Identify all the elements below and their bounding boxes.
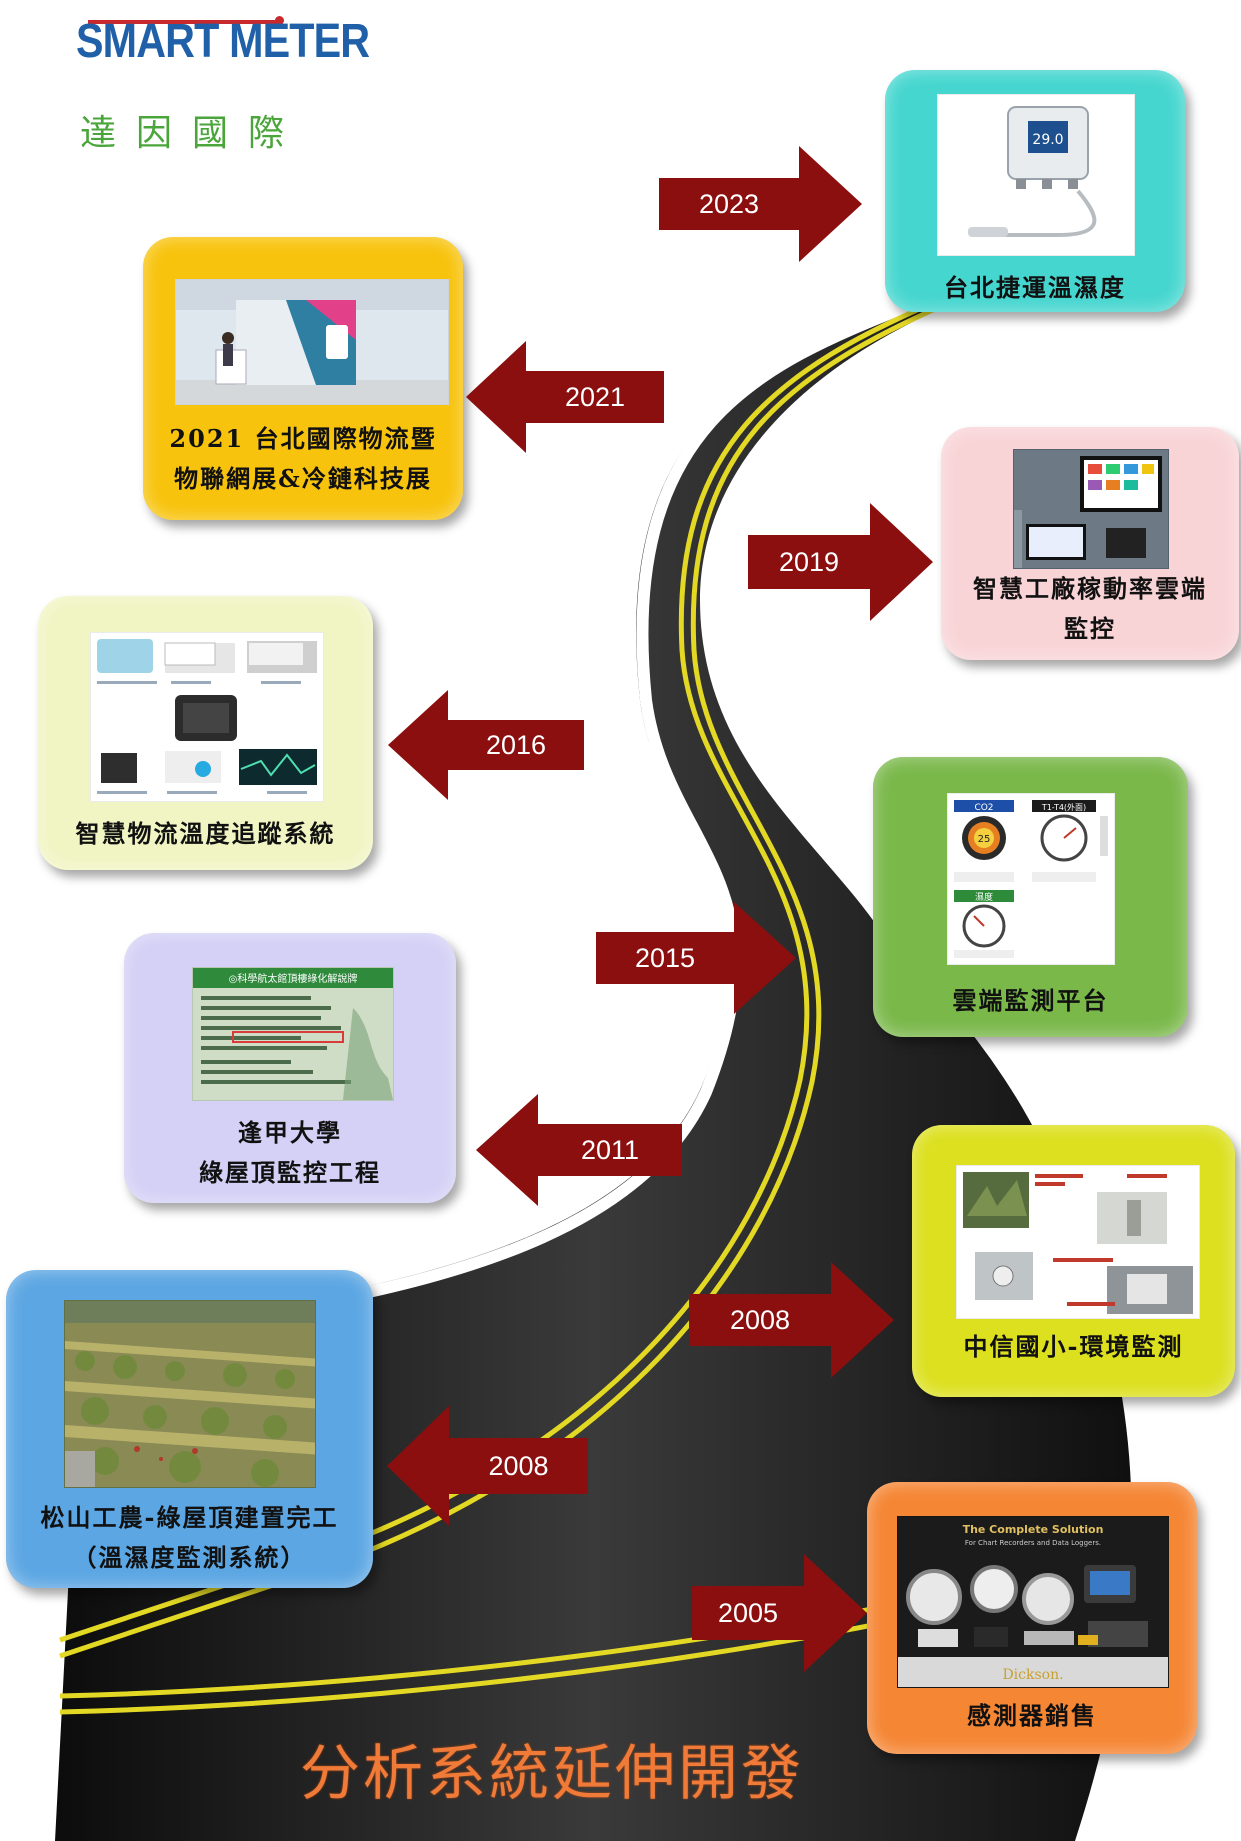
milestone-caption: 台北捷運溫濕度 (885, 268, 1185, 308)
caption-line: 智慧物流溫度追蹤系統 (75, 819, 336, 848)
year-label: 2021 (564, 381, 626, 412)
factory-monitor-photo (1013, 449, 1169, 569)
sign-title: ◎科學航太館頂樓綠化解說牌 (229, 972, 358, 985)
year-arrow-2019: 2019 (748, 503, 933, 621)
arrow-right-icon (659, 146, 862, 262)
milestone-card-2008-greenroof: 松山工農-綠屋頂建置完工 （溫濕度監測系統） (6, 1270, 373, 1588)
caption-line: 物聯網展&冷鏈科技展 (174, 464, 432, 493)
road-center-line-b (59, 295, 961, 1659)
gauge-t1-label: T1-T4(外面) (1041, 802, 1086, 812)
caption-line: 監控 (1064, 614, 1116, 643)
arrow-left-icon (388, 690, 584, 800)
logo-accent-dot (275, 16, 284, 25)
caption-line: 綠屋頂監控工程 (199, 1158, 381, 1187)
year-arrow-2011: 2011 (476, 1094, 682, 1206)
arrow-right-icon (689, 1262, 894, 1378)
logo-brand: SMART METER (76, 15, 370, 68)
year-label: 2015 (634, 942, 696, 973)
arrow-right-icon (748, 503, 933, 621)
caption-line: 感測器銷售 (967, 1701, 1097, 1730)
milestone-caption: 智慧物流溫度追蹤系統 (38, 814, 373, 854)
mrt-sensor-photo: 29.0 (937, 94, 1135, 256)
milestone-card-2005: The Complete Solution For Chart Recorder… (867, 1482, 1197, 1754)
milestone-caption: 雲端監測平台 (873, 981, 1188, 1021)
milestone-card-2011: ◎科學航太館頂樓綠化解說牌 逢甲大學 綠屋頂監控工程 (124, 933, 456, 1203)
gauge-third-label: 濕度 (975, 891, 993, 903)
milestone-card-2019: 智慧工廠稼動率雲端 監控 (941, 427, 1239, 660)
caption-line: 逢甲大學 (238, 1118, 342, 1147)
year-arrow-2021: 2021 (466, 341, 664, 453)
arrow-right-icon (692, 1554, 867, 1672)
year-label: 2016 (485, 729, 547, 760)
milestone-card-2021: 2021 台北國際物流暨 物聯網展&冷鏈科技展 (143, 237, 463, 520)
gauge-co2-label: CO2 (974, 803, 993, 813)
logistics-tracking-photo (90, 632, 324, 802)
green-roof-photo (64, 1300, 316, 1488)
road-edge-white (72, 300, 911, 1372)
caption-line: 雲端監測平台 (952, 986, 1109, 1015)
dickson-products-photo: The Complete Solution For Chart Recorder… (897, 1516, 1169, 1688)
year-label: 2023 (698, 188, 760, 219)
milestone-caption: 智慧工廠稼動率雲端 監控 (941, 569, 1239, 649)
school-sensor-photo (956, 1165, 1200, 1319)
year-label: 2011 (580, 1134, 640, 1165)
year-label: 2008 (729, 1304, 791, 1335)
sensor-device-icon: 29.0 (968, 106, 1097, 237)
milestone-caption: 松山工農-綠屋頂建置完工 （溫濕度監測系統） (6, 1498, 373, 1578)
year-arrow-2005: 2005 (692, 1554, 867, 1672)
year-arrow-2023: 2023 (659, 146, 862, 262)
milestone-card-2008-school: 中信國小-環境監測 (912, 1125, 1235, 1397)
logo-accent-line (88, 20, 278, 24)
caption-line: 中信國小-環境監測 (963, 1332, 1184, 1361)
logistics-products-icon (97, 639, 317, 794)
milestone-caption: 2021 台北國際物流暨 物聯網展&冷鏈科技展 (143, 419, 463, 499)
caption-line: （溫濕度監測系統） (72, 1543, 307, 1572)
year-arrow-2008-school: 2008 (689, 1262, 894, 1378)
caption-line: 智慧工廠稼動率雲端 (973, 574, 1207, 603)
environment-sensors-icon (957, 1166, 1199, 1318)
chart-recorders-icon: The Complete Solution For Chart Recorder… (898, 1517, 1168, 1687)
milestone-card-2015: CO2 T1-T4(外面) 25 濕度 雲端監測平台 (873, 757, 1188, 1037)
dickson-title: The Complete Solution (963, 1523, 1104, 1536)
cloud-platform-screenshot: CO2 T1-T4(外面) 25 濕度 (947, 793, 1115, 965)
footer-title: 分析系統延伸開發 (300, 1739, 804, 1809)
dickson-brand: Dickson. (1002, 1667, 1063, 1683)
arrow-left-icon (466, 341, 664, 453)
year-arrow-2008-greenroof: 2008 (387, 1406, 588, 1526)
gauge-reading: 25 (978, 834, 991, 845)
caption-line: 台北捷運溫濕度 (944, 273, 1126, 302)
expo-booth-icon (176, 280, 448, 404)
dickson-subtitle: For Chart Recorders and Data Loggers. (965, 1539, 1101, 1547)
caption-line: 松山工農-綠屋頂建置完工 (40, 1503, 339, 1532)
logo-chinese-name: 達因國際 (80, 113, 305, 154)
monitor-screen-icon (1014, 450, 1168, 568)
sensor-display-reading: 29.0 (1032, 132, 1063, 148)
rooftop-garden-icon (65, 1301, 315, 1487)
gauge-dashboard-icon: CO2 T1-T4(外面) 25 濕度 (948, 794, 1114, 964)
milestone-card-2016: 智慧物流溫度追蹤系統 (38, 596, 373, 870)
expo-booth-photo (175, 279, 449, 405)
caption-line: 2021 台北國際物流暨 (169, 424, 437, 453)
year-label: 2008 (488, 1450, 549, 1481)
signboard-icon: ◎科學航太館頂樓綠化解說牌 (193, 968, 393, 1100)
year-arrow-2015: 2015 (596, 902, 796, 1014)
year-arrow-2016: 2016 (388, 690, 584, 800)
year-label: 2005 (717, 1597, 779, 1628)
green-roof-sign-photo: ◎科學航太館頂樓綠化解說牌 (192, 967, 394, 1101)
milestone-caption: 中信國小-環境監測 (912, 1327, 1235, 1367)
arrow-left-icon (387, 1406, 588, 1526)
milestone-caption: 逢甲大學 綠屋頂監控工程 (124, 1113, 456, 1193)
arrow-left-icon (476, 1094, 682, 1206)
milestone-caption: 感測器銷售 (867, 1696, 1197, 1736)
milestone-card-2023: 29.0 台北捷運溫濕度 (885, 70, 1185, 312)
year-label: 2019 (778, 546, 840, 577)
road-center-line-a (59, 293, 951, 1643)
arrow-right-icon (596, 902, 796, 1014)
